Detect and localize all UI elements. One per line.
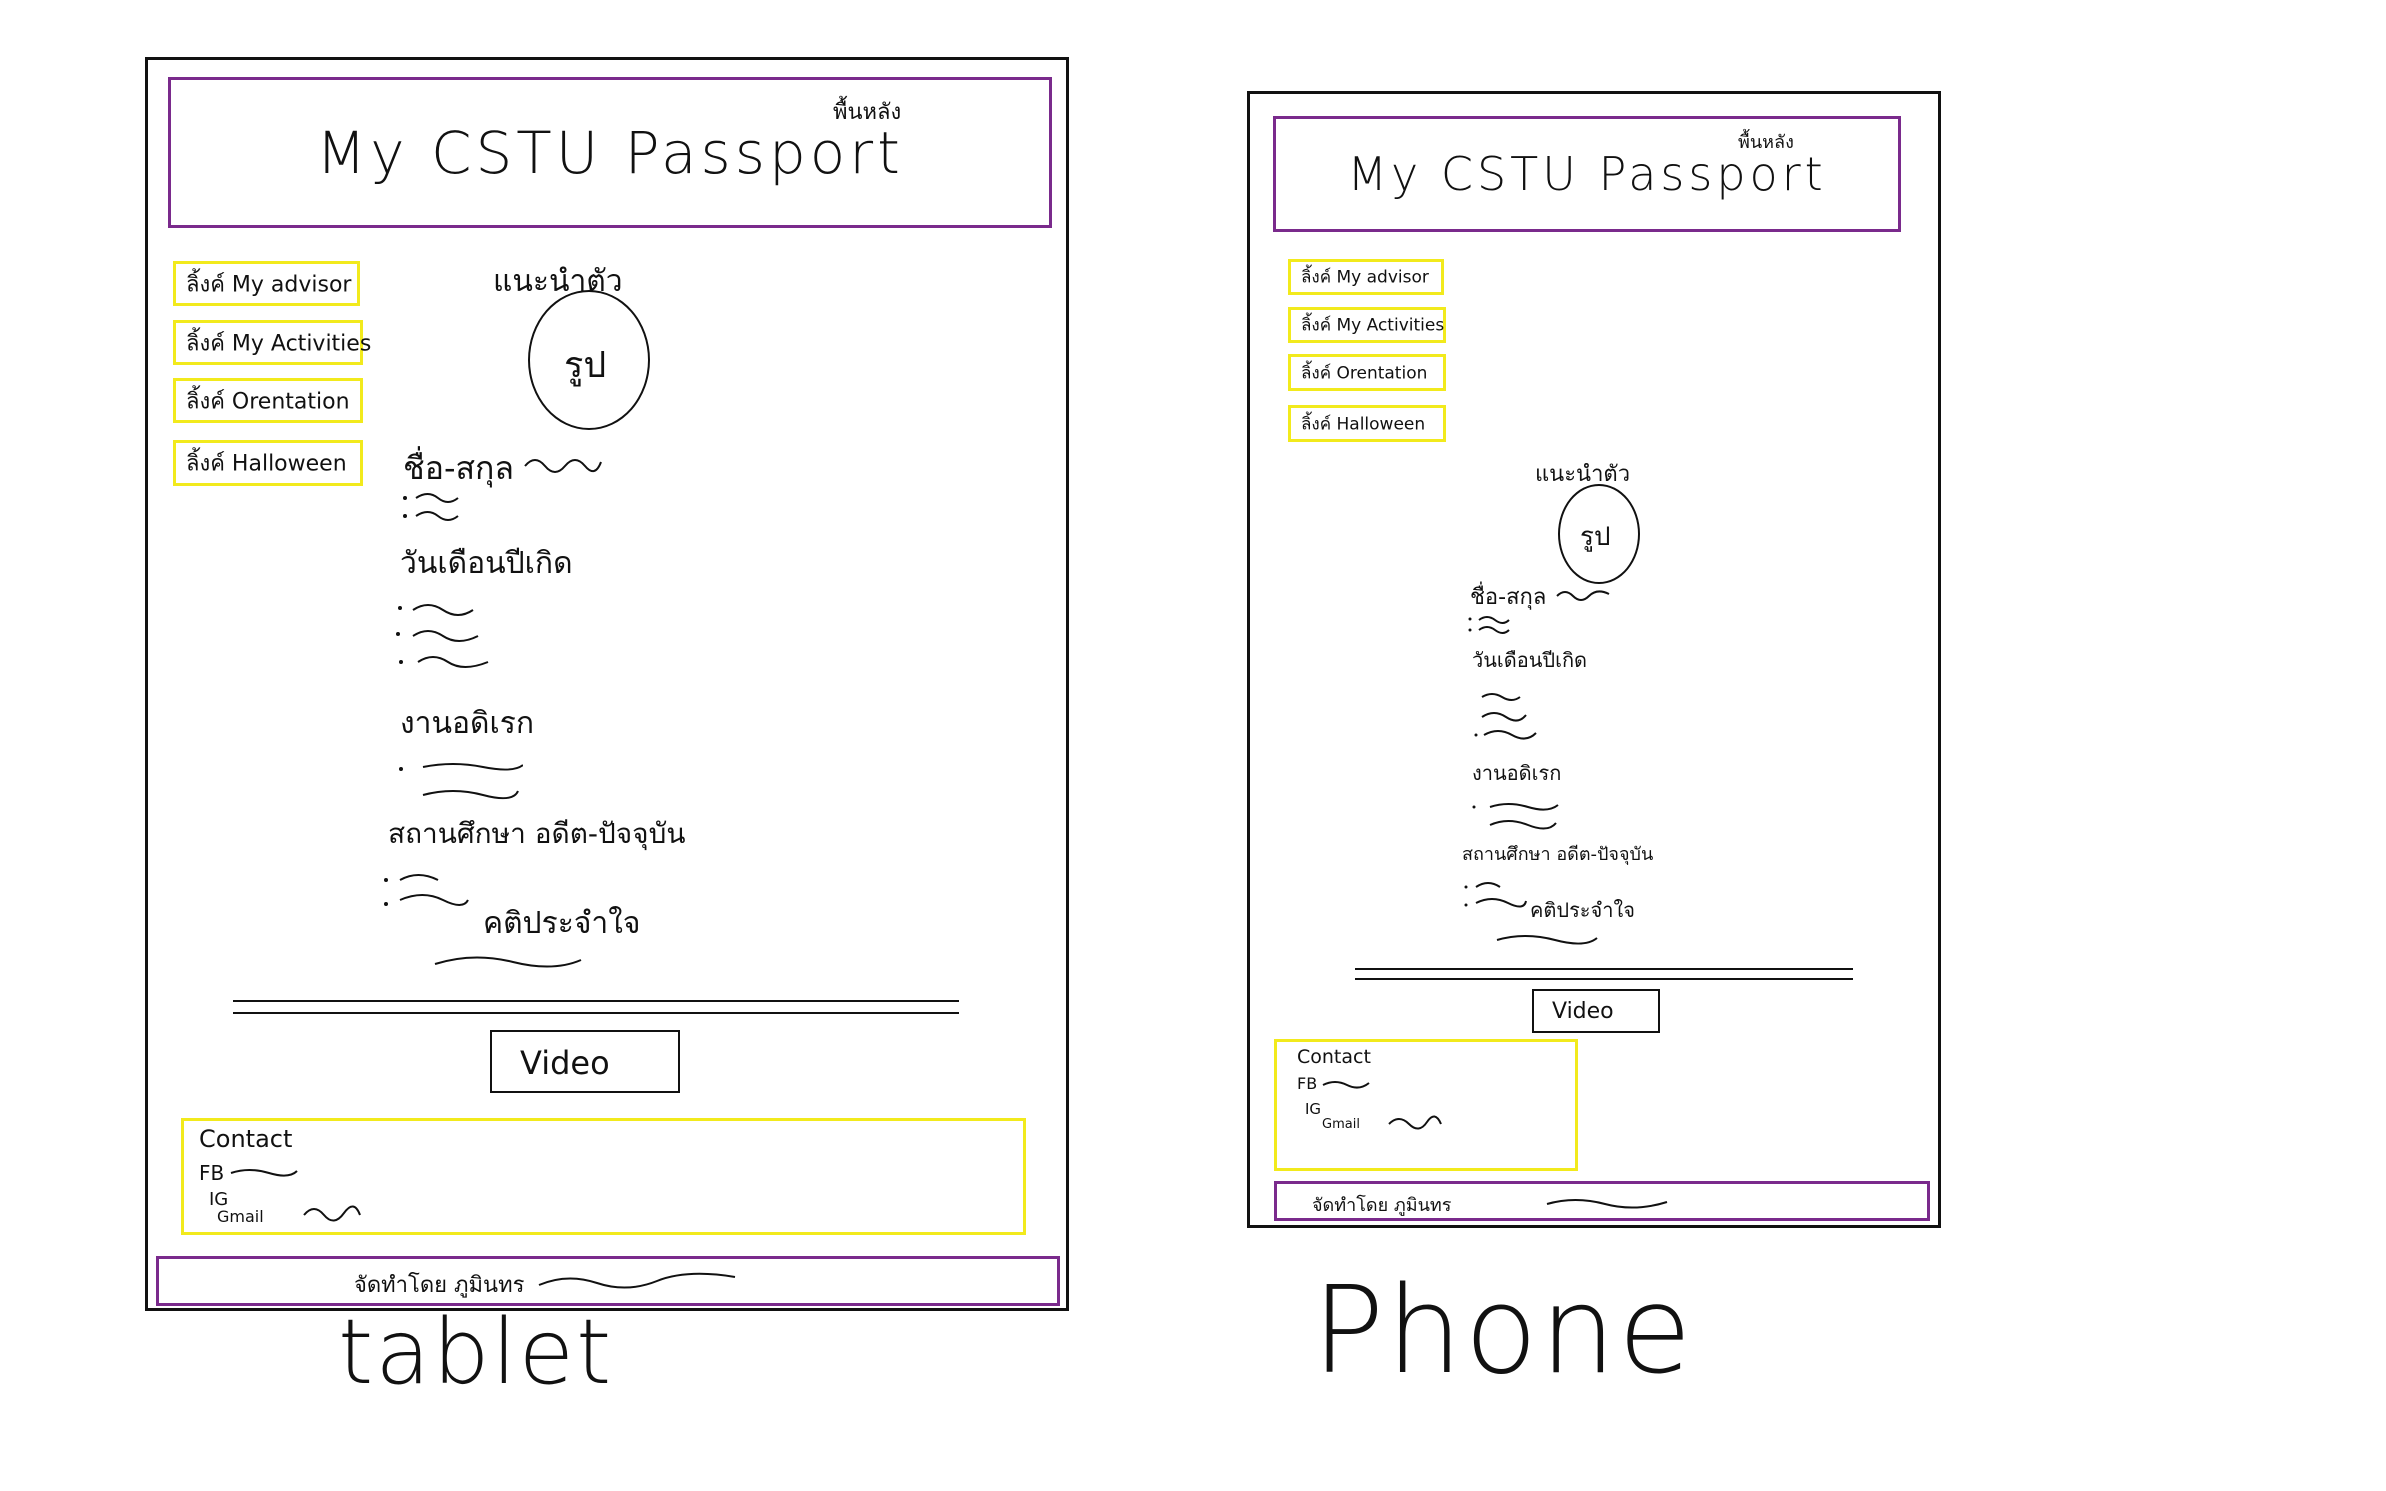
tablet-video-label: Video [520,1044,610,1082]
phone-divider-top [1355,968,1853,970]
tablet-nav-activities[interactable]: ลิ้งค์ My Activities [173,320,371,365]
nav-label: ลิ้งค์ My Activities [1301,315,1445,336]
tablet-motto-value [434,956,582,968]
tablet-photo-label: รูป [564,345,607,386]
tablet-school-values [384,874,469,906]
tablet-footer-label: จัดทำโดย ภูมินทร [354,1273,525,1298]
tablet-divider-bottom [233,1012,959,1014]
tablet-page-title: My CSTU Passport [316,118,904,187]
phone-school-values [1464,882,1527,908]
tablet-motto-label: คติประจำใจ [483,906,641,941]
tablet-contact-box: Contact FB IG Gmail [181,1118,1026,1235]
phone-hobby-values [1472,803,1559,830]
tablet-frame: My CSTU Passport พื้นหลัง ลิ้งค์ My advi… [145,57,1069,1311]
tablet-name-label: ชื่อ-สกุล [403,449,514,487]
phone-header: My CSTU Passport พื้นหลัง [1273,116,1901,232]
phone-name-label: ชื่อ-สกุล [1470,585,1547,610]
tablet-hobby-values [399,763,523,800]
nav-label: ลิ้งค์ Halloween [1301,414,1426,434]
tablet-school-label: สถานศึกษา อดีต-ปัจจุบัน [388,817,686,850]
phone-profile-caption: แนะนำตัว [1535,462,1631,487]
phone-title-super: พื้นหลัง [1738,132,1794,153]
nav-label: ลิ้งค์ My advisor [1301,267,1429,288]
phone-frame: My CSTU Passport พื้นหลัง ลิ้งค์ My advi… [1247,91,1941,1228]
phone-contact-fb-value [1322,1081,1370,1089]
nav-label: ลิ้งค์ My advisor [186,272,352,297]
phone-birthday-values [1474,693,1537,740]
tablet-contact-heading: Contact [199,1125,293,1153]
tablet-contact-gmail[interactable]: Gmail [217,1207,264,1226]
tablet-contact-fb-value [230,1169,298,1177]
phone-school-label: สถานศึกษา อดีต-ปัจจุบัน [1462,844,1654,865]
phone-photo-circle: รูป [1558,484,1640,584]
tablet-nav-advisor[interactable]: ลิ้งค์ My advisor [173,261,360,306]
tablet-hobby-label: งานอดิเรก [400,706,535,741]
tablet-contact-ig[interactable]: IG [209,1189,229,1210]
phone-motto-label: คติประจำใจ [1530,898,1635,922]
phone-nav-halloween[interactable]: ลิ้งค์ Halloween [1288,405,1446,442]
phone-hobby-label: งานอดิเรก [1472,761,1562,785]
phone-divider-bottom [1355,978,1853,980]
phone-caption: Phone [1312,1262,1694,1401]
tablet-nav-orientation[interactable]: ลิ้งค์ Orentation [173,378,363,423]
tablet-birthday-label: วันเดือนปีเกิด [400,546,573,581]
tablet-name-sub [403,493,459,521]
phone-nav-orientation[interactable]: ลิ้งค์ Orentation [1288,354,1446,391]
phone-contact-box: Contact FB IG Gmail [1274,1039,1578,1171]
phone-video-label: Video [1552,999,1614,1024]
phone-nav-activities[interactable]: ลิ้งค์ My Activities [1288,307,1446,343]
tablet-photo-circle: รูป [528,290,650,430]
phone-video-box[interactable]: Video [1532,989,1660,1033]
nav-label: ลิ้งค์ Orentation [1301,363,1428,383]
phone-birthday-label: วันเดือนปีเกิด [1472,648,1588,672]
nav-label: ลิ้งค์ My Activities [186,331,372,356]
tablet-video-box[interactable]: Video [490,1030,680,1093]
nav-label: ลิ้งค์ Orentation [186,389,350,414]
phone-contact-gmail[interactable]: Gmail [1322,1117,1360,1132]
phone-nav-advisor[interactable]: ลิ้งค์ My advisor [1288,259,1444,295]
tablet-nav-halloween[interactable]: ลิ้งค์ Halloween [173,440,363,486]
phone-contact-fb[interactable]: FB [1297,1074,1318,1093]
phone-contact-heading: Contact [1297,1046,1371,1068]
phone-motto-value [1496,935,1598,945]
tablet-header: My CSTU Passport พื้นหลัง [168,77,1052,228]
phone-footer: จัดทำโดย ภูมินทร [1274,1181,1930,1221]
tablet-birthday-values [396,604,489,668]
tablet-caption: tablet [338,1300,614,1405]
tablet-footer: จัดทำโดย ภูมินทร [156,1256,1060,1306]
phone-contact-ig[interactable]: IG [1305,1100,1322,1118]
tablet-footer-value [538,1272,736,1289]
phone-name-sub [1468,616,1510,634]
phone-photo-label: รูป [1580,522,1611,552]
phone-name-value [1556,590,1610,601]
phone-footer-value [1546,1199,1668,1209]
phone-footer-label: จัดทำโดย ภูมินทร [1312,1195,1452,1216]
tablet-title-super: พื้นหลัง [833,100,902,125]
tablet-name-value [524,459,602,473]
tablet-contact-gmail-value [303,1205,361,1222]
phone-page-title: My CSTU Passport [1347,147,1827,201]
tablet-divider-top [233,1000,959,1002]
nav-label: ลิ้งค์ Halloween [186,451,347,477]
phone-contact-gmail-value [1388,1115,1442,1130]
tablet-contact-fb[interactable]: FB [199,1161,225,1185]
